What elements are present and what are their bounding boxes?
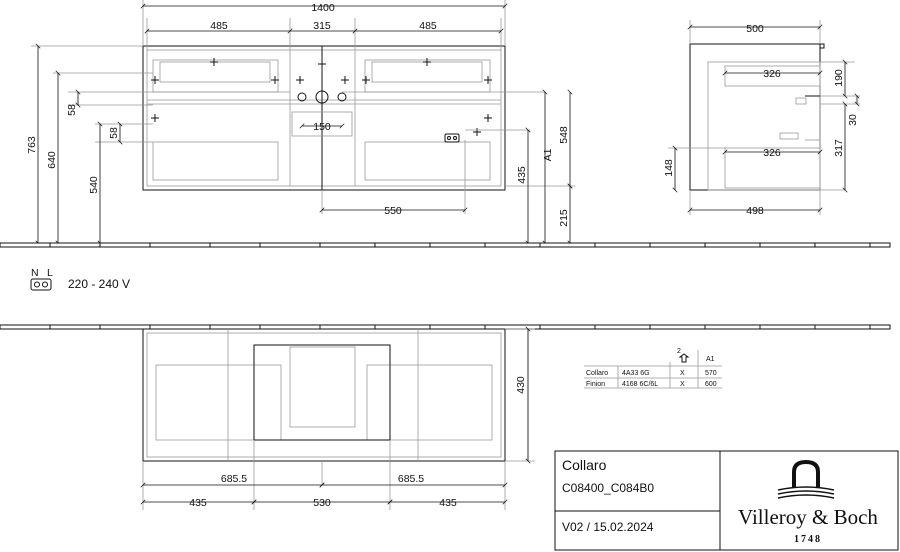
- dim-top-left-width: 435: [189, 497, 207, 509]
- dim-overall-height: 763: [26, 136, 38, 154]
- top-basin-cutout: [253, 344, 391, 441]
- dim-top-right-offset: 685.5: [398, 473, 424, 485]
- table-header-icon-label: 2: [677, 348, 681, 355]
- electrical-connection: N L 220 - 240 V: [30, 267, 130, 291]
- dim-side-height-148: 148: [663, 159, 675, 177]
- table-row-1-code: 4A33 6G: [622, 370, 650, 377]
- dim-side-height-30: 30: [847, 114, 859, 126]
- socket-icon: [444, 133, 460, 143]
- drawer-front-top-left: [152, 59, 279, 93]
- dim-a1-label: A1: [542, 148, 554, 161]
- electrical-n-label: N: [31, 267, 39, 279]
- drain-outlet-center: [315, 90, 329, 104]
- table-row-1-a1: 570: [705, 370, 717, 377]
- top-cabinet-outline: [142, 328, 506, 462]
- table-row-1-mark: X: [680, 370, 685, 377]
- dim-top-depth: 430: [515, 376, 527, 394]
- table-row-1-name: Collaro: [586, 370, 608, 377]
- dim-outlet-height: 435: [516, 166, 528, 184]
- electrical-voltage: 220 - 240 V: [68, 277, 130, 291]
- top-drawer-right: [366, 364, 493, 441]
- dim-side-inner-depth-lower: 326: [763, 147, 781, 159]
- dim-side-depth-bottom: 498: [746, 205, 764, 217]
- dim-inner-height-lower: 58: [108, 127, 120, 139]
- table-header-a1: A1: [706, 356, 715, 363]
- dim-top-left-offset: 685.5: [221, 473, 247, 485]
- dim-height-540: 540: [88, 176, 100, 194]
- dim-total-width: 1400: [311, 2, 335, 14]
- title-article-numbers: C08400_C084B0: [562, 481, 654, 495]
- drain-outlet-right: [337, 92, 347, 102]
- top-view: 430 685.5 685.5 435 530 435: [0, 324, 891, 510]
- dim-floor-gap: 215: [558, 209, 570, 227]
- table-row-2-a1: 600: [705, 381, 717, 388]
- dim-basin-spacing: 150: [313, 121, 331, 133]
- drain-outlet-left: [297, 92, 307, 102]
- dim-right-drawer-width: 485: [419, 20, 437, 32]
- dim-height-640: 640: [46, 151, 58, 169]
- drawer-front-bottom-right: [364, 141, 491, 181]
- options-table: 2 A1 Collaro 4A33 6G X 570 Finion 4168 6…: [584, 348, 722, 389]
- dim-top-center-width: 530: [313, 497, 331, 509]
- dim-center-width: 315: [313, 20, 331, 32]
- electrical-l-label: L: [47, 267, 53, 279]
- brand-name: Villeroy & Boch: [738, 505, 878, 529]
- dim-side-depth-top: 500: [746, 23, 764, 35]
- installation-icon: [678, 353, 690, 363]
- dim-side-height-317: 317: [833, 139, 845, 157]
- table-row-2-code: 4168 6C/6L: [622, 381, 658, 388]
- title-product-name: Collaro: [562, 457, 607, 473]
- dim-side-height-190: 190: [833, 69, 845, 87]
- dim-inner-height-top: 58: [66, 104, 78, 116]
- drawer-front-bottom-left: [152, 141, 279, 181]
- table-row-2-mark: X: [680, 381, 685, 388]
- floor-line: [0, 242, 891, 248]
- dim-height-548: 548: [558, 126, 570, 144]
- front-view: 1400 485 315 485 150 550 763 640 540 58 …: [26, 0, 575, 246]
- dim-top-right-width: 435: [439, 497, 457, 509]
- brand-logo-icon: [777, 459, 835, 499]
- cabinet-outline: [142, 45, 506, 191]
- fixing-point-markers: [151, 58, 492, 136]
- title-block: Collaro C08400_C084B0 V02 / 15.02.2024 V…: [554, 450, 899, 551]
- top-drawer-left: [155, 364, 282, 441]
- table-row-2-name: Finion: [586, 381, 605, 388]
- dim-left-drawer-width: 485: [210, 20, 228, 32]
- side-view: 500 326 326 498 190 30 317 148: [663, 20, 860, 217]
- power-socket-icon: [30, 278, 52, 291]
- dim-outlet-offset: 550: [384, 205, 402, 217]
- brand-year: 1748: [794, 534, 822, 545]
- dim-side-inner-depth-upper: 326: [763, 68, 781, 80]
- title-version: V02 / 15.02.2024: [562, 520, 654, 534]
